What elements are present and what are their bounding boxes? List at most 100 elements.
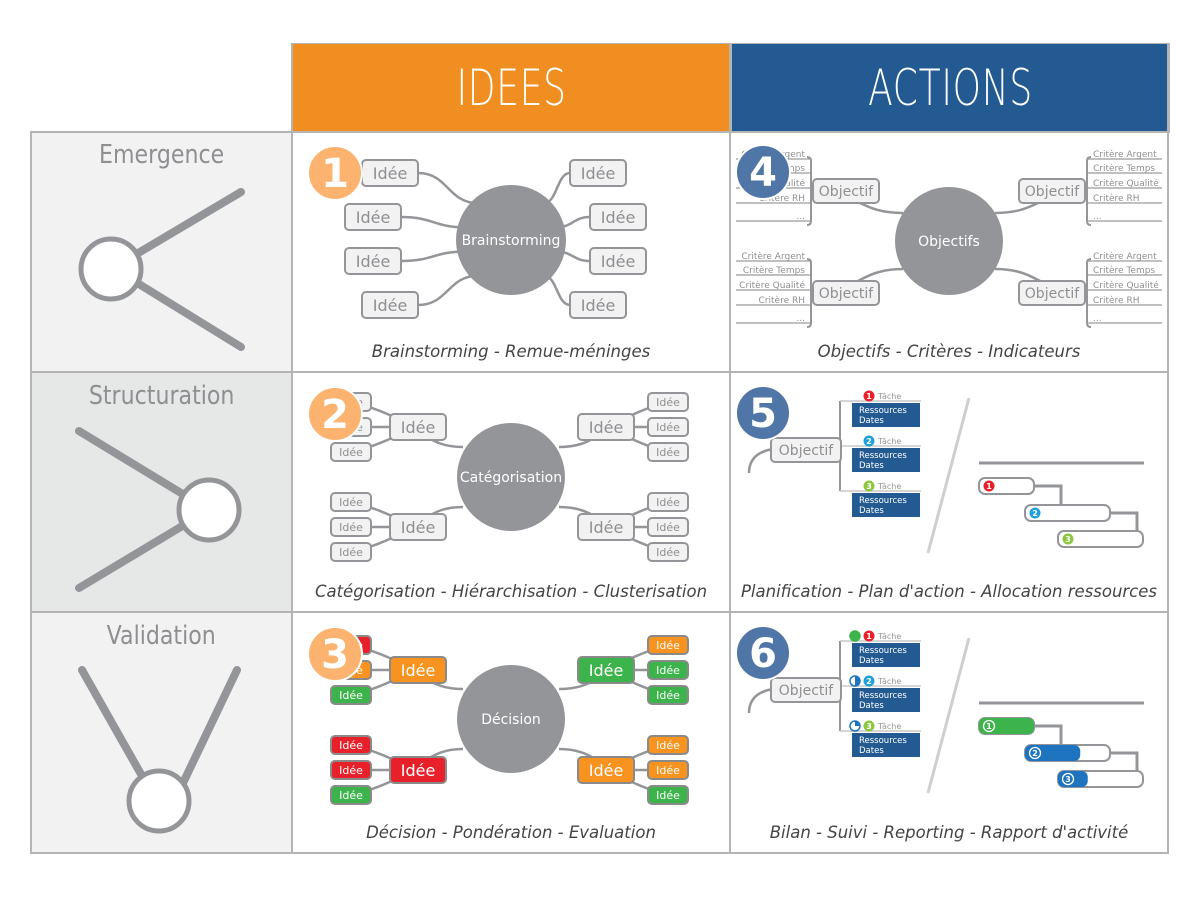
step-badge-number: 3 — [321, 632, 349, 678]
decision-node — [577, 756, 635, 784]
criteria-label: Critère Temps — [1093, 265, 1155, 276]
task-resources: Ressources — [859, 406, 907, 416]
weighted-idea-node — [647, 785, 689, 805]
center-node-label: Décision — [481, 712, 541, 728]
status-indicator-fill — [855, 721, 860, 726]
step-badge-number: 1 — [321, 151, 349, 197]
decision-node-label: Idée — [401, 761, 436, 780]
task-number-badge — [863, 480, 875, 492]
step-badge — [735, 625, 791, 681]
idea-node — [344, 203, 402, 231]
grid-line — [291, 43, 293, 854]
idea-node — [647, 392, 689, 412]
step-badge — [307, 626, 363, 682]
criteria-bracket — [806, 156, 812, 226]
caption-bilan: Bilan - Suivi - Reporting - Rapport d'ac… — [769, 823, 1129, 842]
step-badge-number: 4 — [749, 150, 777, 196]
gantt-number: 1 — [986, 482, 992, 491]
idea-node-label: Idée — [656, 496, 680, 509]
category-node — [389, 413, 447, 441]
criteria-label: Critère RH — [759, 295, 805, 306]
gantt-number-badge — [982, 719, 996, 733]
idea-node — [647, 442, 689, 462]
center-node-label: Brainstorming — [462, 233, 561, 249]
idea-node-label: Idée — [356, 208, 391, 227]
task-resources: Ressources — [859, 691, 907, 701]
row-label-structuration: Structuration — [88, 381, 235, 411]
funnel-icon — [78, 666, 241, 834]
task-details-box — [852, 688, 920, 712]
grid-line — [31, 371, 1169, 373]
task-number-badge — [863, 435, 875, 447]
gantt-number-badge — [1028, 746, 1042, 760]
task-number: 2 — [866, 437, 872, 446]
criteria-label: Critère Argent — [1093, 251, 1157, 262]
objective-node-label: Objectif — [1025, 286, 1080, 302]
category-node — [577, 413, 635, 441]
objective-node-label: Objectif — [779, 443, 834, 459]
mindmap-decision: DécisionIdéeIdéeIdéeIdéeIdéeIdéeIdéeIdée… — [307, 626, 689, 805]
connector-line — [417, 274, 479, 307]
category-node — [577, 513, 635, 541]
decision-node — [577, 656, 635, 684]
dependency-link — [1034, 484, 1063, 505]
weighted-idea-node-label: Idée — [339, 689, 363, 702]
weighted-idea-node-label: Idée — [656, 739, 680, 752]
task-label: Tâche — [877, 437, 901, 446]
gantt-bar — [1024, 504, 1111, 522]
objective-node — [1018, 280, 1086, 306]
task-number: 3 — [866, 722, 872, 731]
step-badge — [735, 385, 791, 441]
root-connector — [747, 447, 774, 474]
column-header-ideas-label: IDEES — [456, 59, 568, 117]
weighted-idea-node — [330, 785, 372, 805]
task-details-box — [852, 403, 920, 427]
weighted-idea-node — [330, 760, 372, 780]
weighted-idea-node — [647, 735, 689, 755]
gantt-number: 3 — [1065, 535, 1071, 544]
task-number: 3 — [866, 482, 872, 491]
criteria-label: Critère Temps — [743, 265, 805, 276]
weighted-idea-node-label: Idée — [339, 739, 363, 752]
diverge-icon — [78, 188, 245, 351]
caption-objectifs: Objectifs - Critères - Indicateurs — [817, 342, 1081, 361]
status-indicator — [849, 630, 861, 642]
weighted-idea-node — [330, 735, 372, 755]
center-node-label: Catégorisation — [460, 470, 562, 486]
row-header-structuration: Structuration — [31, 373, 292, 612]
step-badge-number: 6 — [749, 631, 777, 677]
column-header-actions-label: ACTIONS — [868, 59, 1033, 117]
step-badge-number: 2 — [321, 392, 349, 438]
idea-node — [330, 517, 372, 537]
criteria-bracket — [1086, 156, 1092, 226]
idea-node — [589, 203, 647, 231]
idea-node — [647, 517, 689, 537]
grid-line — [30, 131, 32, 854]
center-node — [895, 187, 1003, 295]
weighted-idea-node-label: Idée — [339, 764, 363, 777]
idea-node-label: Idée — [373, 164, 408, 183]
dependency-link — [1110, 751, 1139, 771]
weighted-idea-node — [647, 760, 689, 780]
task-number: 1 — [866, 392, 872, 401]
idea-node-label: Idée — [601, 252, 636, 271]
gantt-bar — [1057, 530, 1144, 548]
grid-line — [31, 611, 1169, 613]
idea-node — [330, 492, 372, 512]
idea-node-label: Idée — [339, 521, 363, 534]
separator-slash — [926, 397, 971, 554]
category-node-label: Idée — [589, 518, 624, 537]
objective-node-label: Objectif — [819, 286, 874, 302]
idea-node-label: Idée — [339, 496, 363, 509]
idea-node-label: Idée — [656, 421, 680, 434]
task-details-box — [852, 493, 920, 517]
category-node-label: Idée — [401, 418, 436, 437]
row-label-validation: Validation — [106, 621, 217, 651]
criteria-label: Critère Qualité — [1093, 280, 1159, 291]
task-number: 2 — [866, 677, 872, 686]
